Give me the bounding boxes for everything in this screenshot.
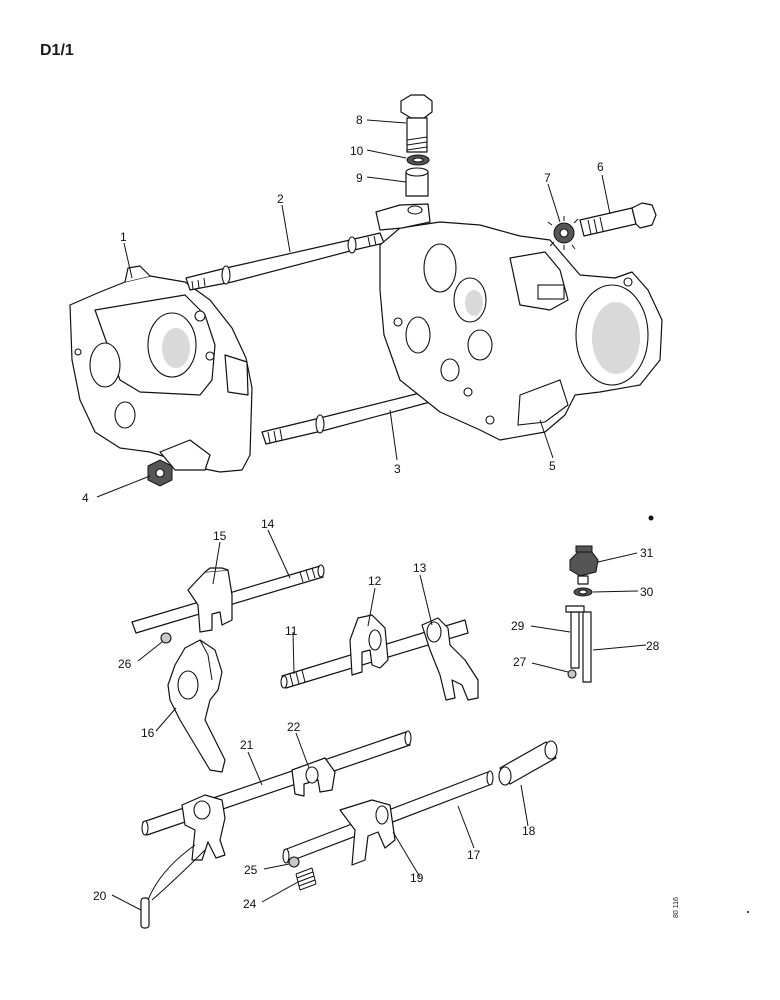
selector-fork-15-part bbox=[187, 567, 233, 633]
callout-28: 28 bbox=[646, 639, 660, 653]
plunger-28-part bbox=[582, 611, 592, 683]
pin-20-part bbox=[140, 897, 150, 929]
nut-part bbox=[147, 459, 173, 487]
fork-16-part bbox=[167, 639, 226, 773]
spring-24-part bbox=[295, 867, 317, 891]
callout-27: 27 bbox=[513, 655, 527, 669]
rear-housing-part bbox=[375, 203, 663, 441]
ball-25-part bbox=[288, 856, 300, 868]
callout-17: 17 bbox=[467, 848, 481, 862]
callout-5: 5 bbox=[549, 459, 556, 473]
callout-20: 20 bbox=[93, 889, 107, 903]
ball-27-part bbox=[567, 669, 577, 679]
callout-12: 12 bbox=[368, 574, 382, 588]
lock-washer-7-part bbox=[547, 216, 579, 250]
callout-2: 2 bbox=[277, 192, 284, 206]
callout-29: 29 bbox=[511, 619, 525, 633]
callout-9: 9 bbox=[356, 171, 363, 185]
selector-fork-21-part bbox=[181, 794, 226, 861]
callout-14: 14 bbox=[261, 517, 275, 531]
page-title: D1/1 bbox=[40, 42, 74, 59]
callout-31: 31 bbox=[640, 546, 654, 560]
leader-lines bbox=[96, 119, 647, 911]
sleeve-18-part bbox=[498, 740, 558, 786]
speck bbox=[648, 515, 654, 521]
callout-6: 6 bbox=[597, 160, 604, 174]
selector-fork-13-part bbox=[421, 617, 479, 701]
callout-22: 22 bbox=[287, 720, 301, 734]
speck bbox=[747, 911, 749, 913]
washer-10-part bbox=[406, 154, 430, 166]
selector-fork-19-part bbox=[339, 799, 396, 866]
callout-24: 24 bbox=[243, 897, 257, 911]
callout-8: 8 bbox=[356, 113, 363, 127]
washer-30-part bbox=[573, 587, 593, 597]
callout-21: 21 bbox=[240, 738, 254, 752]
callout-25: 25 bbox=[244, 863, 258, 877]
callout-13: 13 bbox=[413, 561, 427, 575]
callout-1: 1 bbox=[120, 230, 127, 244]
callout-10: 10 bbox=[350, 144, 364, 158]
callout-11: 11 bbox=[285, 624, 298, 638]
spacer-9-part bbox=[405, 167, 429, 197]
callout-7: 7 bbox=[544, 171, 551, 185]
upper-stud-part bbox=[185, 232, 385, 291]
callout-3: 3 bbox=[394, 462, 401, 476]
callout-labels: 1 2 3 4 5 6 7 8 9 10 11 12 13 14 15 16 1… bbox=[82, 113, 660, 911]
callout-30: 30 bbox=[640, 585, 654, 599]
callout-19: 19 bbox=[410, 871, 424, 885]
switch-31-part bbox=[569, 545, 599, 585]
front-housing-part bbox=[69, 265, 253, 473]
callout-15: 15 bbox=[213, 529, 227, 543]
callout-18: 18 bbox=[522, 824, 536, 838]
callout-16: 16 bbox=[141, 726, 155, 740]
callout-26: 26 bbox=[118, 657, 132, 671]
ball-26-part bbox=[160, 632, 172, 644]
callout-4: 4 bbox=[82, 491, 89, 505]
bolt-8-part bbox=[400, 94, 433, 153]
selector-fork-12-part bbox=[349, 614, 389, 676]
selector-block-22-part bbox=[291, 757, 336, 797]
plunger-29-part bbox=[565, 605, 585, 669]
bolt-6-part bbox=[579, 202, 657, 237]
